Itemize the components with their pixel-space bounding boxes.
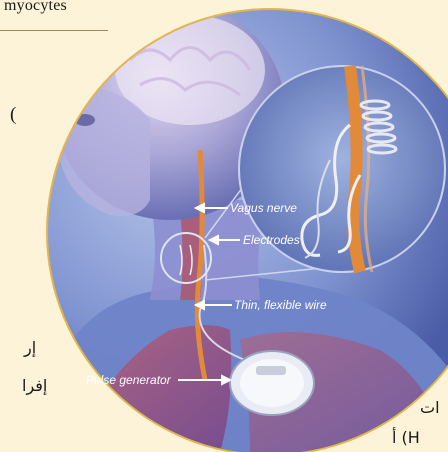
label-wire: Thin, flexible wire [234, 298, 327, 312]
label-electrodes: Electrodes [243, 233, 300, 247]
label-vagus-nerve: Vagus nerve [230, 201, 297, 215]
label-pulse-generator: Pulse generator [86, 373, 172, 387]
